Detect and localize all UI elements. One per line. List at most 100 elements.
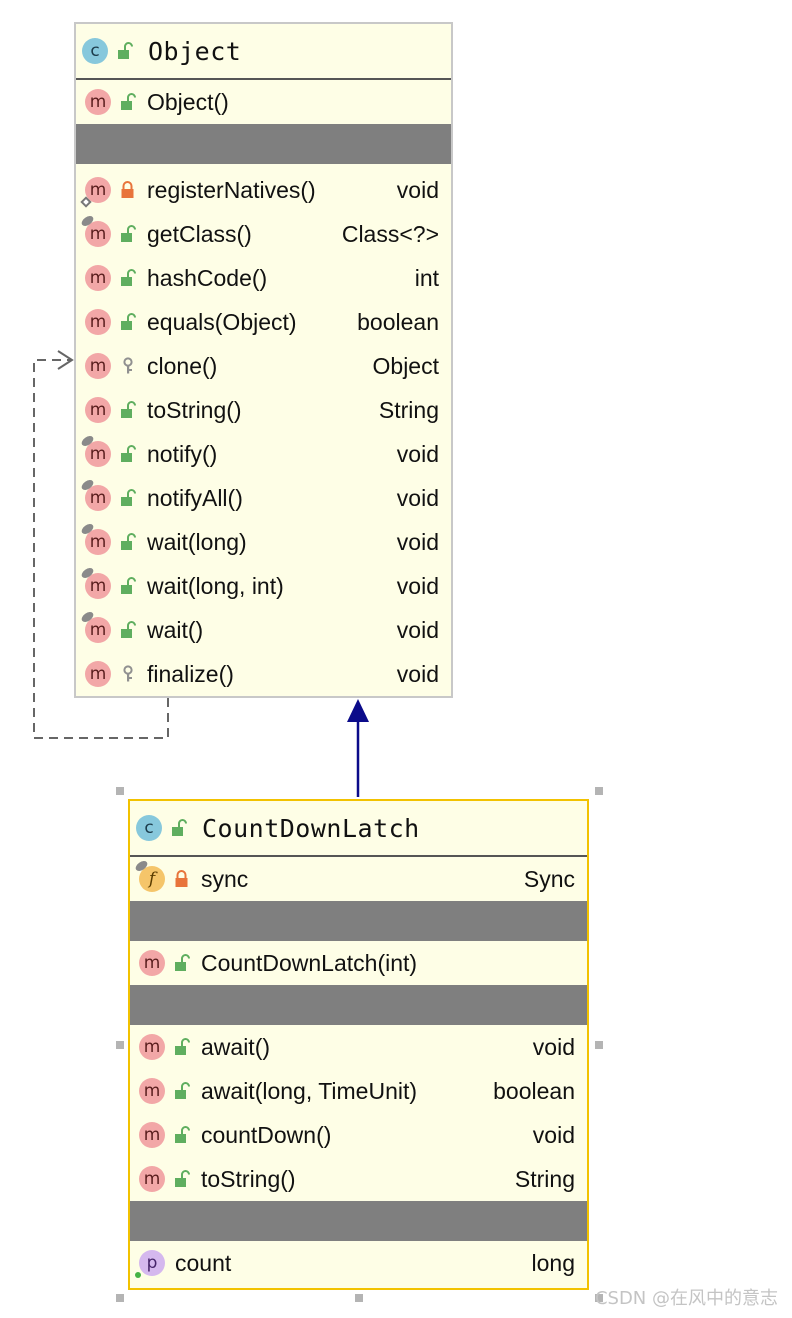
method-row[interactable]: m equals(Object) boolean xyxy=(76,300,451,344)
section-separator xyxy=(130,1201,587,1241)
member-type: boolean xyxy=(493,1077,575,1104)
countdownlatch-class-header: c CountDownLatch xyxy=(130,801,587,857)
class-name: Object xyxy=(148,36,242,66)
public-lock-icon xyxy=(173,1081,191,1101)
selection-handle[interactable] xyxy=(116,1041,124,1049)
inheritance-arrowhead xyxy=(347,699,369,722)
selection-handle[interactable] xyxy=(116,787,124,795)
public-lock-icon xyxy=(119,576,137,596)
selection-handle[interactable] xyxy=(355,1294,363,1302)
member-name: toString() xyxy=(201,1165,296,1192)
method-row[interactable]: m CountDownLatch(int) xyxy=(130,941,587,985)
member-type: boolean xyxy=(357,308,439,335)
field-row[interactable]: f sync Sync xyxy=(130,857,587,901)
member-type: void xyxy=(396,440,439,467)
private-lock-icon xyxy=(119,180,137,200)
final-modifier-icon xyxy=(79,565,96,581)
method-icon: m xyxy=(85,309,111,335)
method-icon: m xyxy=(139,1034,165,1060)
final-modifier-icon xyxy=(79,609,96,625)
section-separator xyxy=(130,985,587,1025)
member-type: void xyxy=(532,1033,575,1060)
method-icon: m xyxy=(85,89,111,115)
field-icon: f xyxy=(133,858,165,892)
member-name: count xyxy=(175,1249,232,1276)
countdownlatch-class-box[interactable]: c CountDownLatch f sync Sync m CountDownLat… xyxy=(128,799,589,1290)
member-type: Sync xyxy=(523,865,575,892)
native-modifier-icon xyxy=(80,196,92,208)
member-type: long xyxy=(531,1249,575,1276)
member-name: equals(Object) xyxy=(147,308,297,335)
public-lock-icon xyxy=(173,953,191,973)
member-type: void xyxy=(396,616,439,643)
method-icon: m xyxy=(139,950,165,976)
member-name: getClass() xyxy=(147,220,252,247)
public-lock-icon xyxy=(119,268,137,288)
public-lock-icon xyxy=(173,1169,191,1189)
member-name: hashCode() xyxy=(147,264,268,291)
method-icon: m xyxy=(85,661,111,687)
member-name: sync xyxy=(201,865,249,892)
watermark: CSDN @在风中的意志 xyxy=(594,1288,778,1309)
method-icon: m xyxy=(79,565,111,599)
member-name: await() xyxy=(201,1033,271,1060)
method-row[interactable]: m await() void xyxy=(130,1025,587,1069)
selection-handle[interactable] xyxy=(595,1041,603,1049)
member-type: void xyxy=(396,176,439,203)
method-icon: m xyxy=(85,353,111,379)
self-dependency-arrowhead xyxy=(57,350,74,370)
public-lock-icon xyxy=(119,400,137,420)
method-icon: m xyxy=(79,213,111,247)
selection-handle[interactable] xyxy=(595,787,603,795)
member-name: wait(long, int) xyxy=(147,572,284,599)
section-separator xyxy=(76,124,451,164)
final-modifier-icon xyxy=(79,433,96,449)
public-lock-icon xyxy=(119,224,137,244)
member-type: String xyxy=(514,1165,575,1192)
member-type: Object xyxy=(372,352,439,379)
public-lock-icon xyxy=(119,92,137,112)
member-name: notify() xyxy=(147,440,218,467)
member-type: int xyxy=(414,264,439,291)
public-lock-icon xyxy=(173,1125,191,1145)
member-type: void xyxy=(396,660,439,687)
public-lock-icon xyxy=(119,620,137,640)
protected-key-icon xyxy=(119,356,137,376)
object-class-header: c Object xyxy=(76,24,451,80)
member-name: toString() xyxy=(147,396,242,423)
final-modifier-icon xyxy=(133,858,150,874)
public-lock-icon xyxy=(116,41,134,61)
self-dependency-line xyxy=(33,359,169,739)
selection-handle[interactable] xyxy=(116,1294,124,1302)
member-name: CountDownLatch(int) xyxy=(201,949,418,976)
selection-handle[interactable] xyxy=(595,1294,603,1302)
status-dot-icon xyxy=(135,1272,141,1278)
member-name: countDown() xyxy=(201,1121,332,1148)
member-name: wait() xyxy=(147,616,204,643)
member-type: void xyxy=(396,484,439,511)
method-icon: m xyxy=(139,1122,165,1148)
property-icon: p xyxy=(135,1250,165,1278)
section-separator xyxy=(130,901,587,941)
class-icon: c xyxy=(82,38,108,64)
public-lock-icon xyxy=(170,818,188,838)
